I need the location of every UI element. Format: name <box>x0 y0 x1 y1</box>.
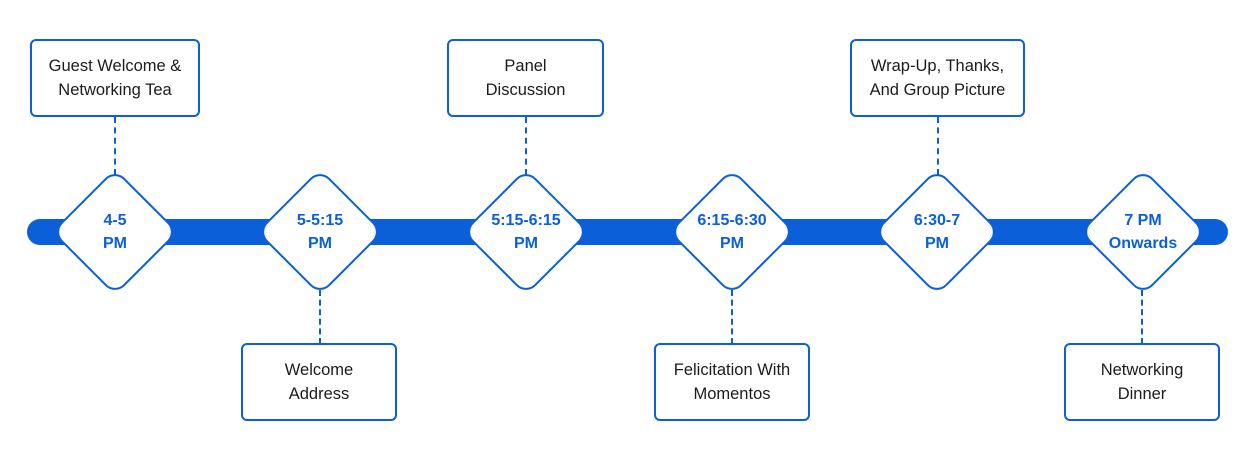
connector-line <box>731 290 733 344</box>
time-label: 6:30-7 PM <box>913 212 961 252</box>
connector-line <box>1141 290 1143 344</box>
connector-line <box>114 117 116 175</box>
event-box-panel-discussion: Panel Discussion <box>447 39 604 117</box>
connector-line <box>525 117 527 175</box>
connector-line <box>319 290 321 344</box>
time-label: 4-5 PM <box>103 212 127 252</box>
event-box-wrap-up: Wrap-Up, Thanks, And Group Picture <box>850 39 1025 117</box>
time-label: 5:15-6:15 PM <box>491 212 561 252</box>
event-box-felicitation: Felicitation With Momentos <box>654 343 810 421</box>
event-box-welcome-address: Welcome Address <box>241 343 397 421</box>
time-label: 7 PM Onwards <box>1108 212 1178 252</box>
event-box-networking-dinner: Networking Dinner <box>1064 343 1220 421</box>
connector-line <box>937 117 939 175</box>
time-label: 5-5:15 PM <box>296 212 344 252</box>
event-box-guest-welcome: Guest Welcome & Networking Tea <box>30 39 200 117</box>
timeline-bar <box>27 219 1228 245</box>
time-label: 6:15-6:30 PM <box>697 212 767 252</box>
